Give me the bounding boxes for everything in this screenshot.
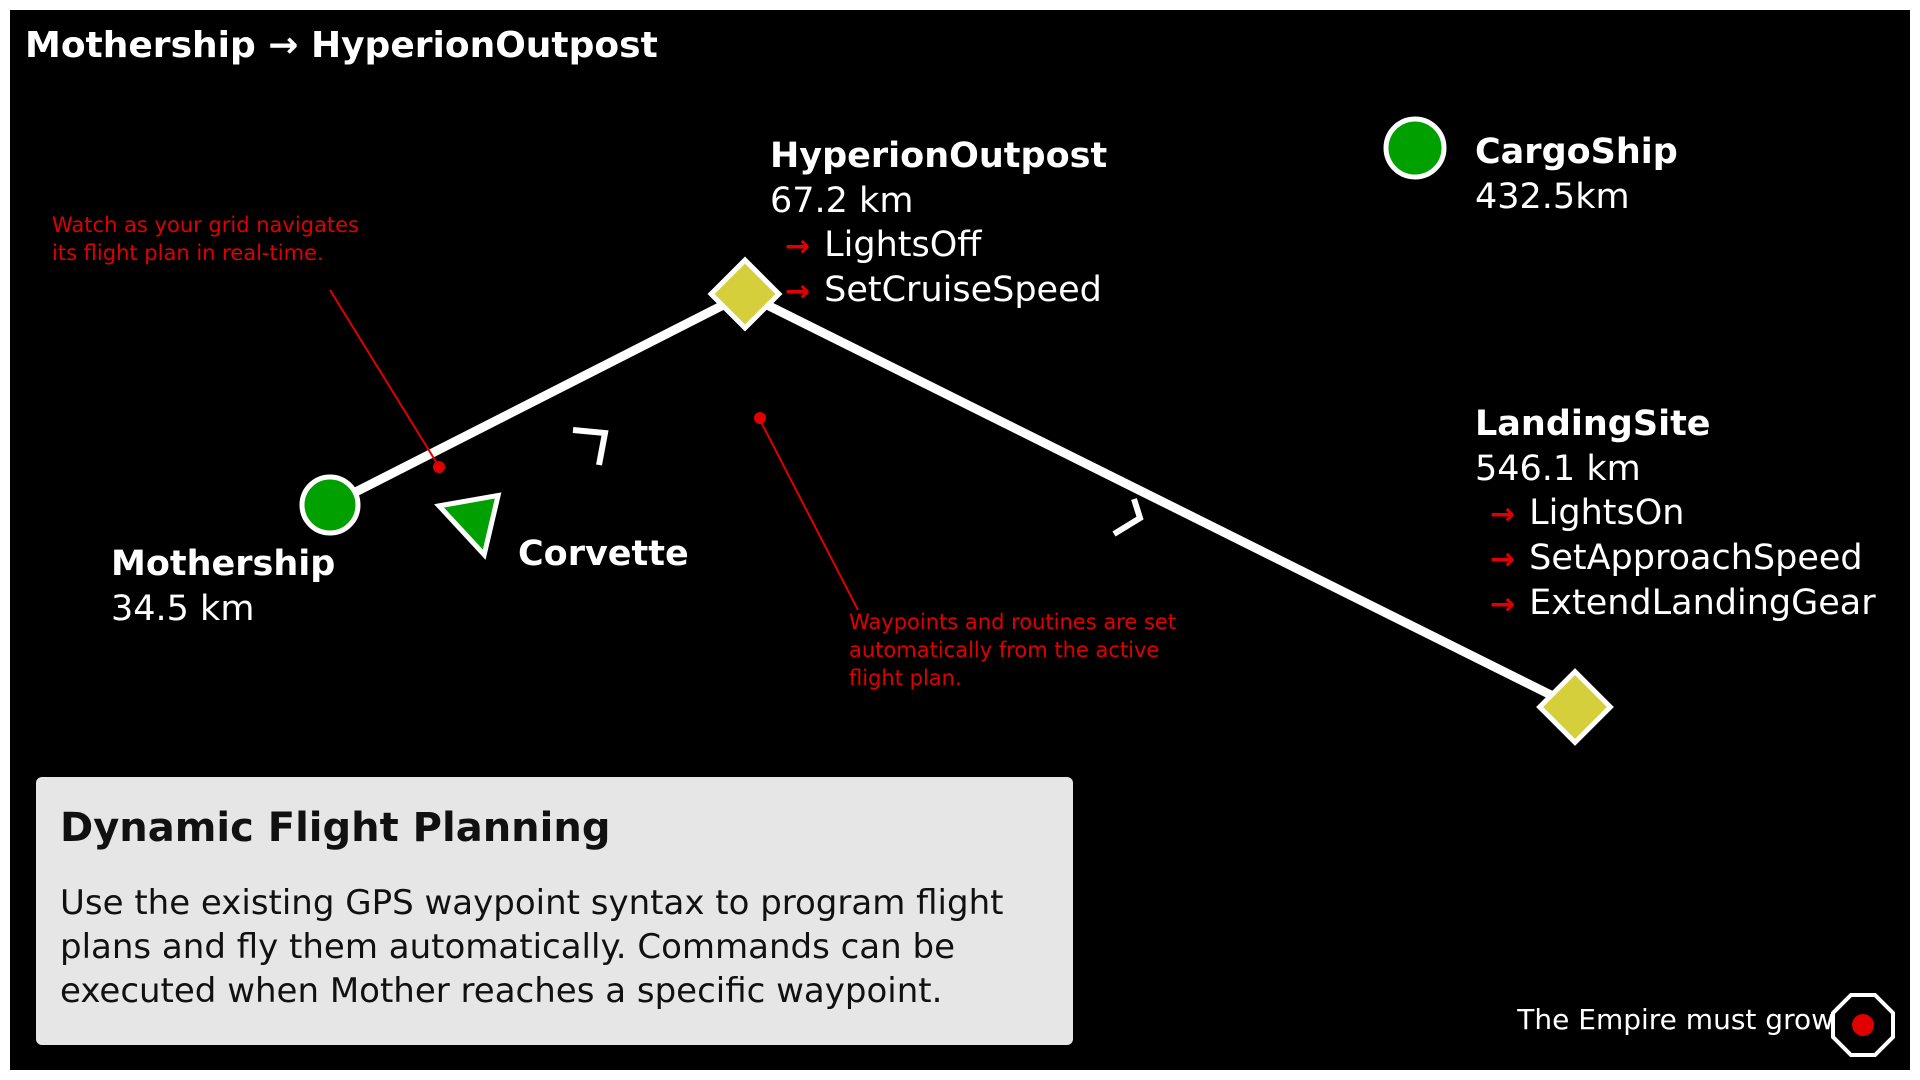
annotation-line: its flight plan in real-time. — [52, 241, 324, 265]
landing-command: → ExtendLandingGear — [1490, 586, 1876, 621]
annotation-line: automatically from the active — [849, 638, 1160, 662]
annotation-dot — [433, 461, 445, 473]
landing-distance: 546.1 km — [1475, 449, 1641, 489]
mothership-label: Mothership — [111, 544, 336, 584]
annotation-leader-line — [329, 289, 439, 466]
arrow-right-icon: → — [1490, 587, 1516, 622]
octagon-logo-icon — [1831, 993, 1895, 1057]
route-map — [299, 116, 1614, 746]
hyperion-label: HyperionOutpost — [770, 136, 1108, 176]
panel-title: Dynamic Flight Planning — [60, 805, 611, 851]
cargoship-marker-icon[interactable] — [1383, 116, 1447, 180]
annotation-realtime: Watch as your grid navigates its flight … — [52, 211, 359, 267]
cargoship-distance: 432.5km — [1475, 177, 1630, 217]
mothership-distance: 34.5 km — [111, 589, 255, 629]
ship-label: Corvette — [518, 534, 689, 574]
landing-label: LandingSite — [1475, 404, 1711, 444]
direction-chevron-icon — [1112, 498, 1144, 537]
arrow-right-icon: → — [1490, 542, 1516, 577]
arrow-right-icon: → — [1490, 497, 1516, 532]
command-label: SetCruiseSpeed — [824, 270, 1102, 310]
annotation-line: Waypoints and routines are set — [849, 610, 1177, 634]
hyperion-command: → SetCruiseSpeed — [785, 273, 1102, 308]
cargoship-label: CargoShip — [1475, 132, 1678, 172]
mothership-marker-icon[interactable] — [299, 474, 361, 536]
command-label: ExtendLandingGear — [1529, 583, 1876, 623]
command-label: LightsOff — [824, 225, 982, 265]
arrow-right-icon: → — [785, 229, 811, 264]
direction-chevron-icon — [572, 427, 609, 466]
annotation-auto: Waypoints and routines are set automatic… — [849, 608, 1176, 692]
route-title: Mothership → HyperionOutpost — [25, 25, 658, 66]
brand-tagline: The Empire must grow — [1517, 1003, 1834, 1036]
hyperion-command: → LightsOff — [785, 228, 981, 263]
annotation-line: flight plan. — [849, 666, 962, 690]
info-panel: Dynamic Flight Planning Use the existing… — [36, 777, 1073, 1045]
landing-waypoint-diamond-icon[interactable] — [1536, 668, 1614, 746]
hyperion-distance: 67.2 km — [770, 181, 914, 221]
annotation-leader-line — [759, 419, 859, 611]
command-label: LightsOn — [1529, 493, 1685, 533]
command-label: SetApproachSpeed — [1529, 538, 1863, 578]
arrow-right-icon: → — [785, 274, 811, 309]
landing-command: → SetApproachSpeed — [1490, 541, 1863, 576]
annotation-line: Watch as your grid navigates — [52, 213, 359, 237]
landing-command: → LightsOn — [1490, 496, 1684, 531]
flight-plan-view: Mothership → HyperionOutpost Mothership … — [10, 10, 1910, 1070]
corvette-ship-icon[interactable] — [434, 492, 508, 561]
hyperion-waypoint-diamond-icon[interactable] — [707, 256, 783, 332]
panel-body: Use the existing GPS waypoint syntax to … — [60, 883, 1004, 1011]
annotation-dot — [754, 412, 766, 424]
